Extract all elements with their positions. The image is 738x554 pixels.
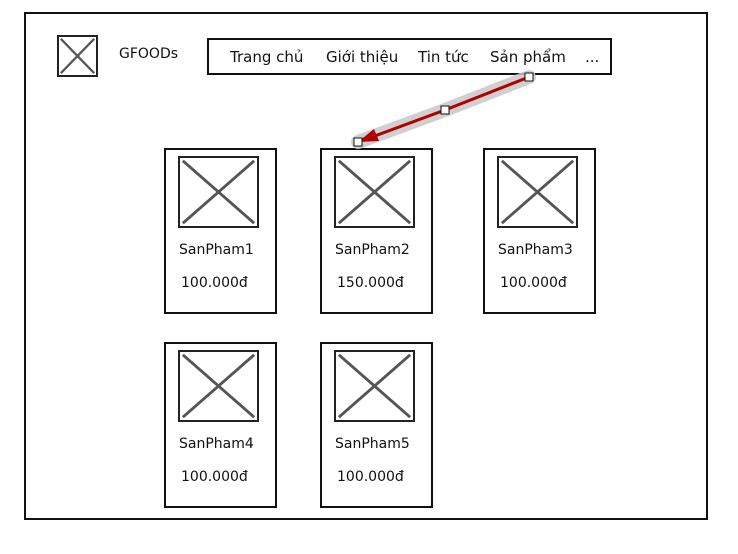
product-image-placeholder-icon [497,156,578,228]
product-price: 150.000đ [337,275,404,291]
connector-handle-mid[interactable] [440,105,450,115]
product-card[interactable]: SanPham3 100.000đ [483,148,596,314]
product-image-placeholder-icon [178,156,259,228]
brand-name: GFOODs [119,46,179,62]
arrowhead-icon [358,129,379,142]
product-card[interactable]: SanPham1 100.000đ [164,148,277,314]
nav-item-products[interactable]: Sản phẩm [490,48,566,66]
product-price: 100.000đ [500,275,567,291]
nav-item-news[interactable]: Tin tức [418,48,469,66]
nav-item-more[interactable]: ... [585,48,600,66]
connector-line [371,75,530,139]
product-price: 100.000đ [181,275,248,291]
product-image-placeholder-icon [334,156,415,228]
product-price: 100.000đ [181,469,248,485]
main-nav: Trang chủ Giới thiệu Tin tức Sản phẩm ..… [207,38,612,75]
product-image-placeholder-icon [334,350,415,422]
product-name: SanPham5 [335,436,410,452]
connector-handle-end[interactable] [353,137,363,147]
product-name: SanPham1 [179,242,254,258]
connector-handle-start[interactable] [524,72,534,82]
product-card[interactable]: SanPham2 150.000đ [320,148,433,314]
nav-item-home[interactable]: Trang chủ [230,48,304,66]
product-name: SanPham2 [335,242,410,258]
logo-image-placeholder-icon [57,35,98,77]
product-card[interactable]: SanPham4 100.000đ [164,342,277,508]
product-card[interactable]: SanPham5 100.000đ [320,342,433,508]
product-image-placeholder-icon [178,350,259,422]
product-price: 100.000đ [337,469,404,485]
product-name: SanPham4 [179,436,254,452]
product-name: SanPham3 [498,242,573,258]
nav-item-about[interactable]: Giới thiệu [326,48,399,66]
